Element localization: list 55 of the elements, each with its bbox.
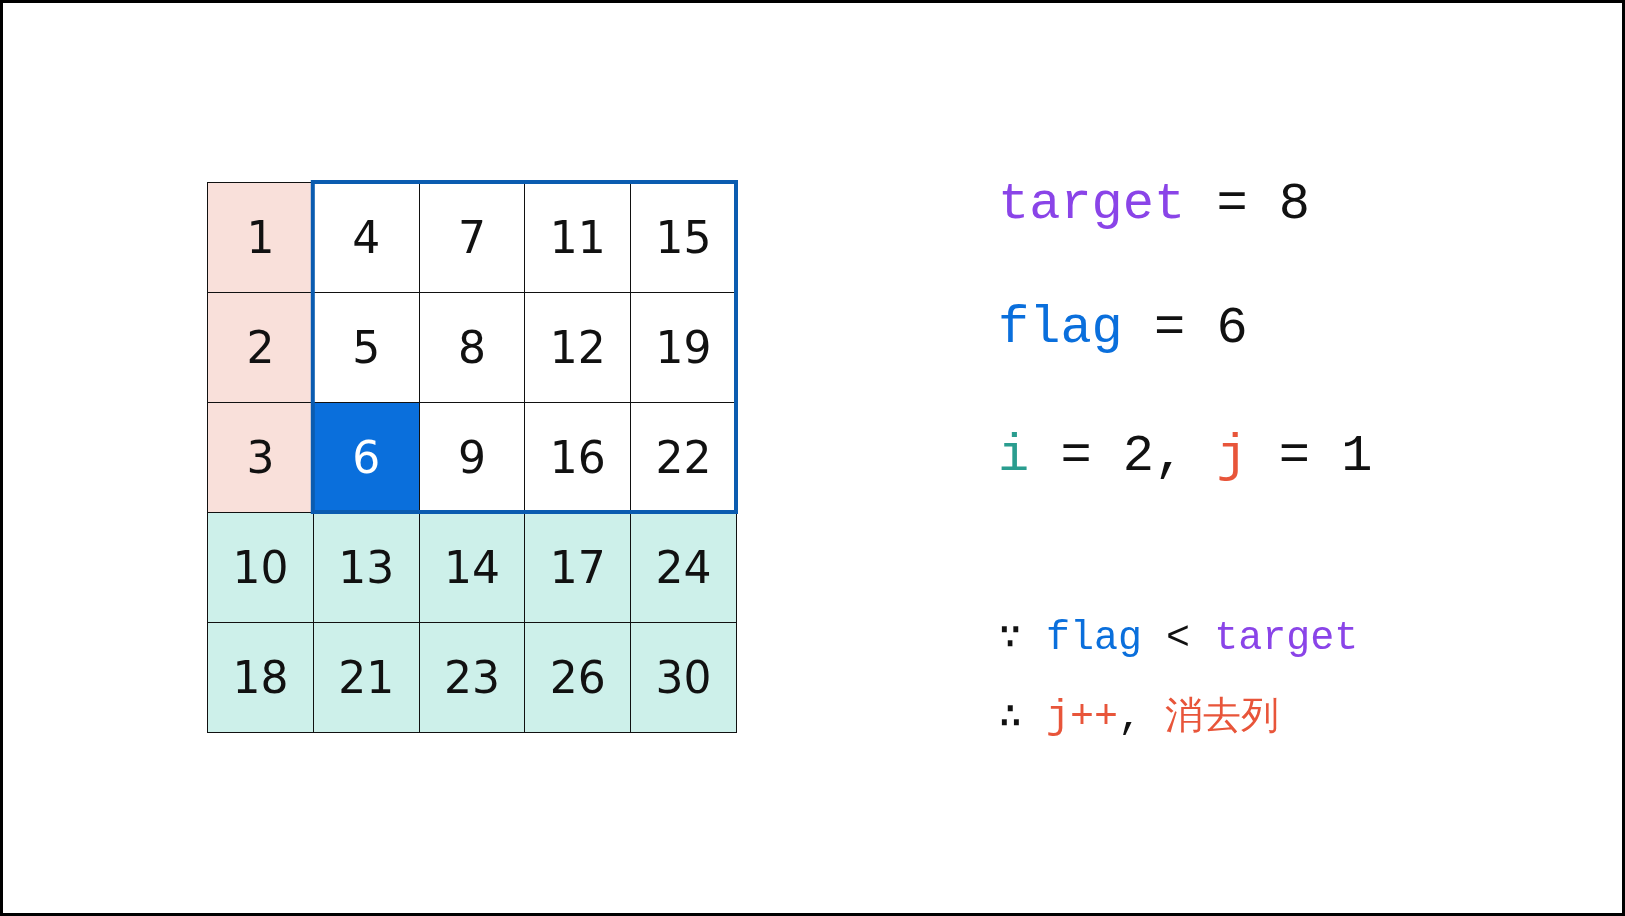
code-text: j xyxy=(1216,427,1248,486)
code-text: target xyxy=(998,175,1186,234)
grid-cell xyxy=(524,622,632,733)
grid-cell xyxy=(207,292,314,403)
cell-number: 21 xyxy=(338,652,395,703)
cell-number: 22 xyxy=(655,432,712,483)
cell-number: 6 xyxy=(352,432,381,483)
grid-cell xyxy=(630,512,737,623)
cell-number: 4 xyxy=(352,212,381,263)
cell-number: 14 xyxy=(444,542,500,593)
grid-cell xyxy=(418,622,526,733)
code-text: = 6 xyxy=(1154,299,1248,358)
cell-number: 23 xyxy=(444,652,500,703)
grid-cell xyxy=(207,512,314,623)
code-text: ∴ xyxy=(998,694,1023,740)
grid-cell xyxy=(312,622,420,733)
cell-number: 9 xyxy=(458,432,486,483)
code-text: j++ xyxy=(1046,695,1119,740)
code-text: ∵ xyxy=(998,615,1023,661)
cell-number: 8 xyxy=(458,322,486,373)
grid-cell xyxy=(524,512,632,623)
cell-number: 2 xyxy=(246,322,275,373)
cell-number: 11 xyxy=(549,212,606,263)
grid-cell xyxy=(207,622,314,733)
code-text: , xyxy=(1118,695,1143,740)
code-text: i xyxy=(998,427,1030,486)
grid-cell xyxy=(312,512,420,623)
cell-number: 19 xyxy=(655,322,712,373)
cell-number: 24 xyxy=(655,542,712,593)
note-text: 消去列 xyxy=(1164,692,1279,739)
cell-number: 3 xyxy=(246,432,275,483)
cell-number: 1 xyxy=(246,212,275,263)
code-text: = 1 xyxy=(1278,427,1373,486)
code-text: flag xyxy=(1046,616,1143,661)
cell-number: 13 xyxy=(338,542,395,593)
cell-number: 10 xyxy=(232,542,289,593)
cell-number: 16 xyxy=(549,432,606,483)
cell-number: 26 xyxy=(549,652,606,703)
cell-number: 5 xyxy=(352,322,381,373)
grid-cell xyxy=(207,402,314,513)
code-text: = 2, xyxy=(1060,427,1186,486)
cell-number: 18 xyxy=(232,652,289,703)
grid-cell xyxy=(312,402,420,513)
grid-cell xyxy=(630,622,737,733)
cell-number: 15 xyxy=(655,212,712,263)
cell-number: 12 xyxy=(549,322,606,373)
grid-cell xyxy=(207,182,314,293)
cell-number: 17 xyxy=(549,542,606,593)
code-text: < xyxy=(1166,616,1191,661)
code-text: target xyxy=(1214,616,1359,661)
grid-cell xyxy=(418,512,526,623)
code-text: flag xyxy=(998,299,1123,358)
code-text: = 8 xyxy=(1216,175,1311,234)
cell-number: 30 xyxy=(655,652,712,703)
cell-number: 7 xyxy=(458,212,486,263)
